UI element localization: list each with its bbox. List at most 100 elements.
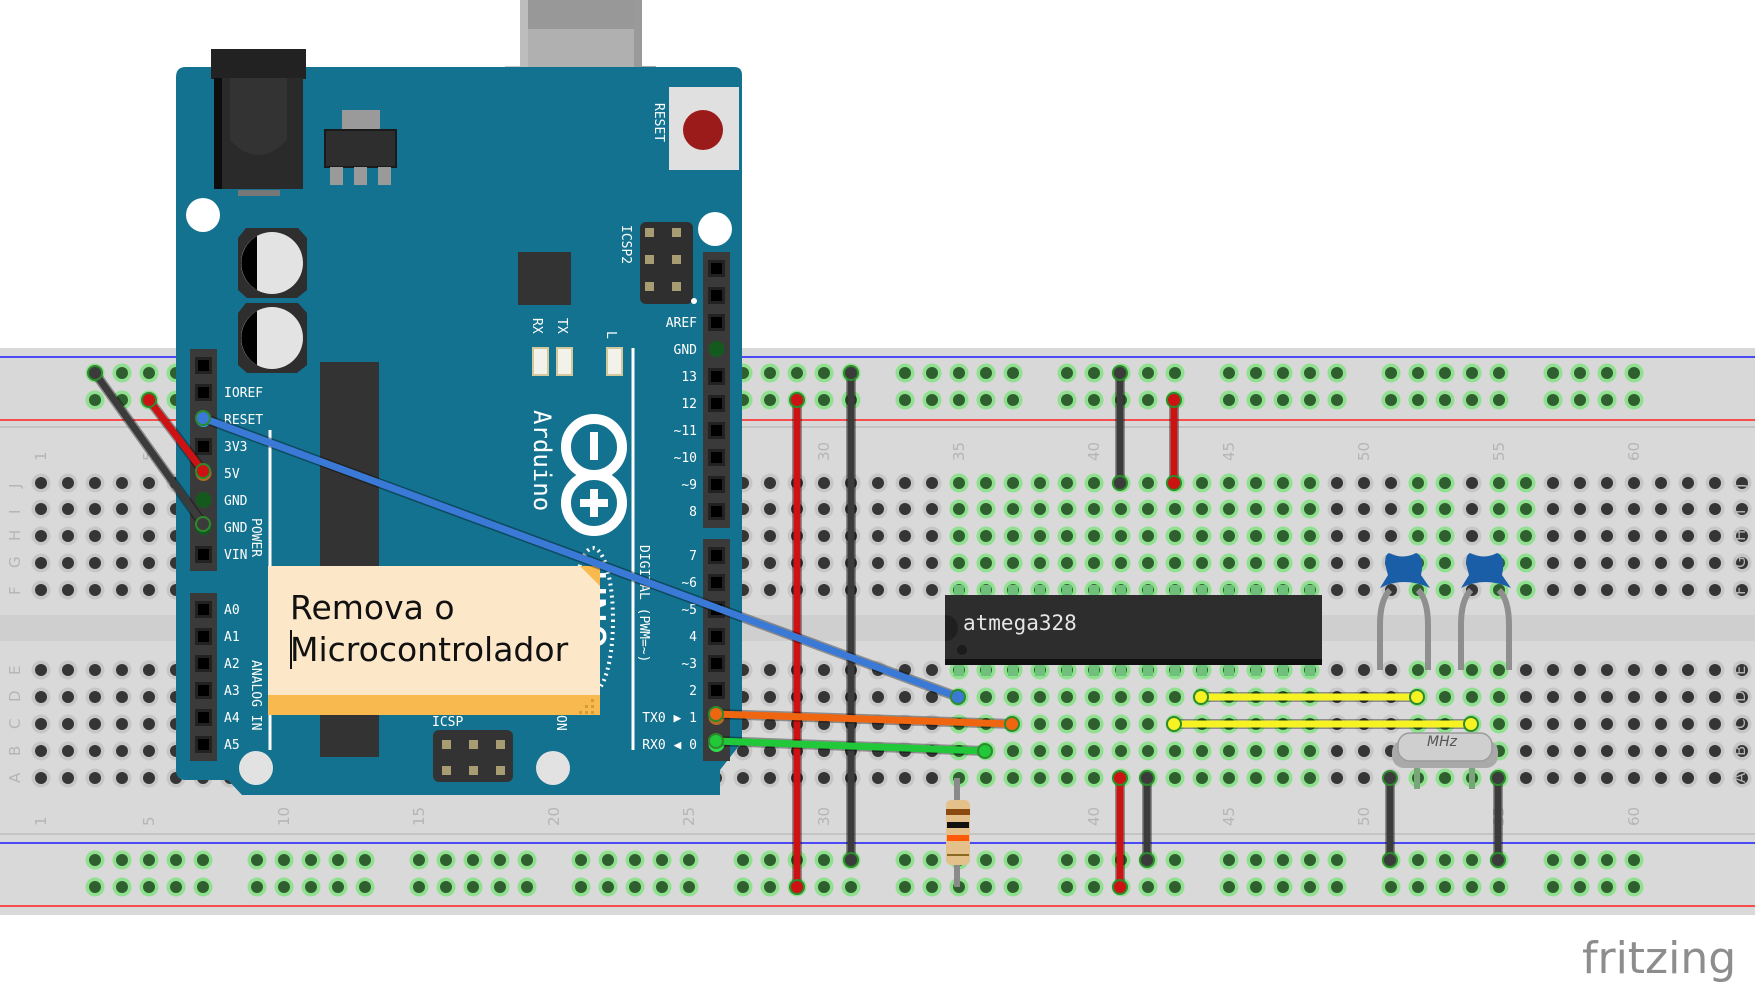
column-number-bottom: 40 [1085,807,1103,826]
header-socket-hole [711,685,722,696]
header-socket-hole [711,290,722,301]
row-letter-right: I [1731,510,1749,514]
logo-plus [580,489,608,517]
breadboard-hole [818,664,830,676]
breadboard-hole [1655,772,1667,784]
breadboard-hole [926,584,938,596]
chip-pin1-dot [957,645,967,655]
breadboard-hole [818,530,830,542]
breadboard-hole [35,477,47,489]
chip-leg-bottom [1197,660,1207,676]
breadboard-hole [953,557,965,569]
reset-button[interactable] [669,87,739,170]
wire-xtal-2-end [1463,716,1479,732]
pin-label: GND [674,343,698,358]
breadboard-hole [1439,530,1451,542]
chip-leg-bottom [1008,660,1018,676]
rail-hole [1007,881,1019,893]
chip-notch [945,615,958,641]
breadboard-hole [926,691,938,703]
note-body [268,566,600,696]
breadboard-hole [1493,691,1505,703]
sticky-note[interactable]: Remova o Microcontrolador [268,566,600,715]
header-socket-hole [198,685,209,696]
breadboard-hole [926,772,938,784]
crystal-oscillator[interactable]: MHz [1392,732,1498,789]
breadboard-hole [62,530,74,542]
ceramic-capacitor-1[interactable] [1377,553,1431,670]
breadboard-hole [116,530,128,542]
breadboard-hole [818,477,830,489]
arduino-brand: Arduino [528,410,556,511]
breadboard-hole [89,477,101,489]
breadboard-hole [1682,530,1694,542]
header-socket-hole [198,712,209,723]
chip-leg-bottom [1116,660,1126,676]
rail-hole [980,394,992,406]
fritzing-logo: fritzing [1582,933,1736,984]
breadboard-hole [1655,745,1667,757]
led-label-tx: TX [554,318,569,334]
rail-hole [440,854,452,866]
breadboard-hole [1385,664,1397,676]
rail-hole [953,367,965,379]
breadboard-hole [1115,691,1127,703]
chip-leg-top [1197,585,1207,601]
breadboard-hole [89,557,101,569]
breadboard-hole [143,584,155,596]
pin-label: ~11 [674,424,697,439]
breadboard-hole [1169,772,1181,784]
rail-hole [629,881,641,893]
pin-label: A1 [224,630,240,645]
breadboard-hole [1250,557,1262,569]
note-line-1[interactable]: Remova o [290,588,455,627]
rail-hole [1385,394,1397,406]
breadboard-hole [899,503,911,515]
pin-label: VIN [224,548,247,563]
pin-label: 12 [681,397,697,412]
pin-label: A0 [224,603,240,618]
rail-hole [575,881,587,893]
ceramic-capacitor-2[interactable] [1458,553,1512,670]
breadboard-hole [1655,584,1667,596]
breadboard-hole [1466,691,1478,703]
breadboard-hole [818,772,830,784]
breadboard-hole [1169,745,1181,757]
breadboard-hole [143,664,155,676]
breadboard-hole [1034,772,1046,784]
rail-hole [1466,881,1478,893]
breadboard-hole [1520,477,1532,489]
breadboard-hole [764,477,776,489]
power-header-title: POWER [248,518,263,557]
breadboard-hole [1196,745,1208,757]
breadboard-hole [1169,557,1181,569]
row-letter-right: B [1731,746,1749,756]
rail-hole [89,881,101,893]
resistor[interactable] [946,778,970,887]
breadboard-hole [143,745,155,757]
pin-label: RESET [224,413,263,428]
breadboard-hole [1196,557,1208,569]
breadboard-hole [1574,530,1586,542]
breadboard-hole [1493,530,1505,542]
atmega328-chip[interactable]: atmega328 [945,585,1322,676]
led-label-rx: RX [529,318,544,334]
breadboard-hole [1007,477,1019,489]
rail-hole [926,367,938,379]
breadboard-hole [1115,557,1127,569]
breadboard-hole [1277,745,1289,757]
breadboard-hole [35,503,47,515]
chip-body [945,595,1322,665]
breadboard-hole [116,477,128,489]
breadboard-hole [1331,772,1343,784]
rail-hole [521,881,533,893]
note-line-2[interactable]: Microcontrolador [290,630,569,669]
breadboard-hole [1493,477,1505,489]
breadboard-hole [1169,691,1181,703]
breadboard-hole [1169,503,1181,515]
breadboard-hole [1709,745,1721,757]
pin-label: ~5 [681,603,697,618]
breadboard-hole [1250,503,1262,515]
note-resize-handle[interactable] [579,699,594,714]
